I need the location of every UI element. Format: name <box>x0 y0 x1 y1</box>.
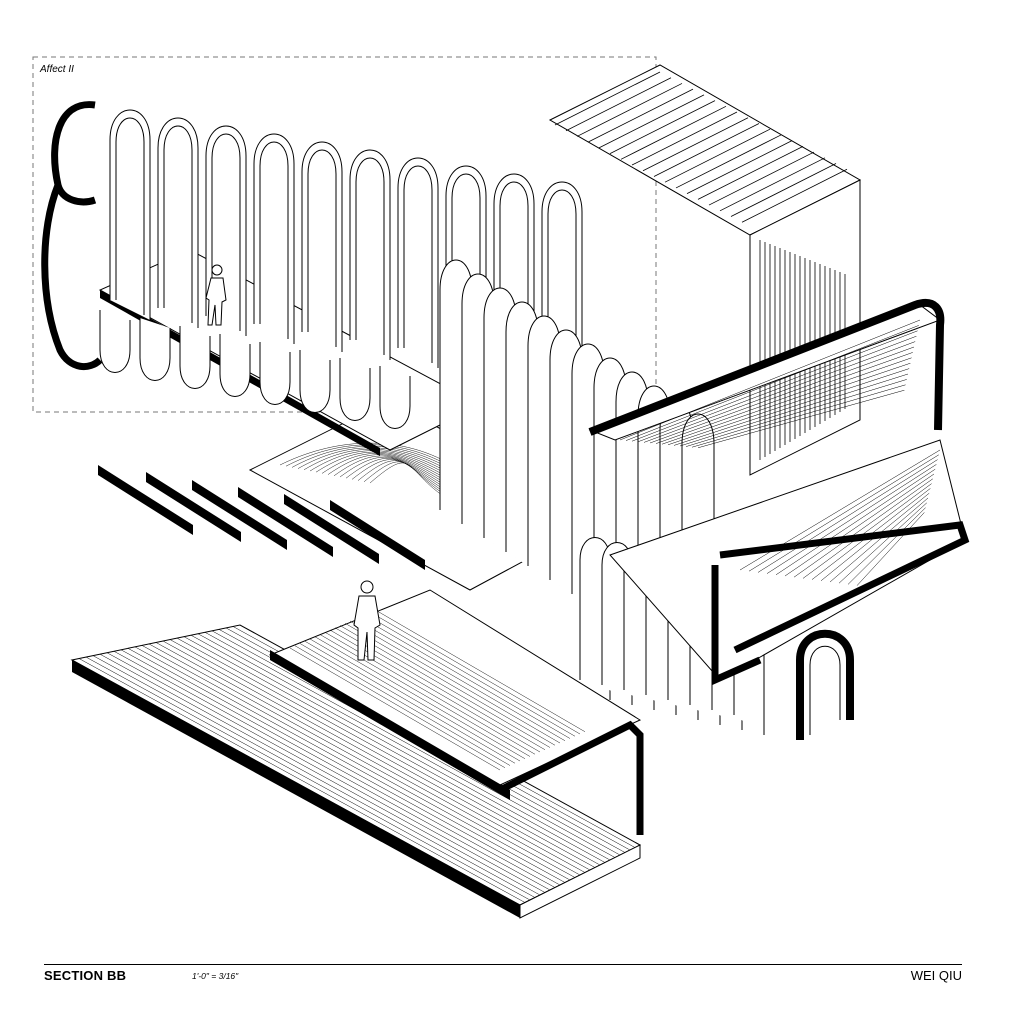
scale-note: 1'-0" = 3/16" <box>192 971 239 981</box>
lower-floor-slab <box>70 624 642 919</box>
human-figure-lower <box>353 580 381 661</box>
title-rule <box>44 964 962 965</box>
inset-label: Affect II <box>40 64 74 75</box>
front-corner-post <box>498 720 644 835</box>
stair-slat <box>330 500 425 570</box>
stair-slat <box>98 465 193 535</box>
right-upper-block <box>548 64 862 476</box>
right-arch <box>796 629 854 740</box>
right-platforms <box>588 299 970 686</box>
stair-slats <box>98 465 425 570</box>
stair-slat <box>192 480 287 550</box>
author-name: WEI QIU <box>910 968 962 983</box>
section-title: SECTION BB <box>44 968 127 983</box>
stair-slat <box>146 472 241 542</box>
stair-slat <box>284 494 379 564</box>
stair-slat <box>238 487 333 557</box>
human-figure-upper <box>205 264 227 326</box>
